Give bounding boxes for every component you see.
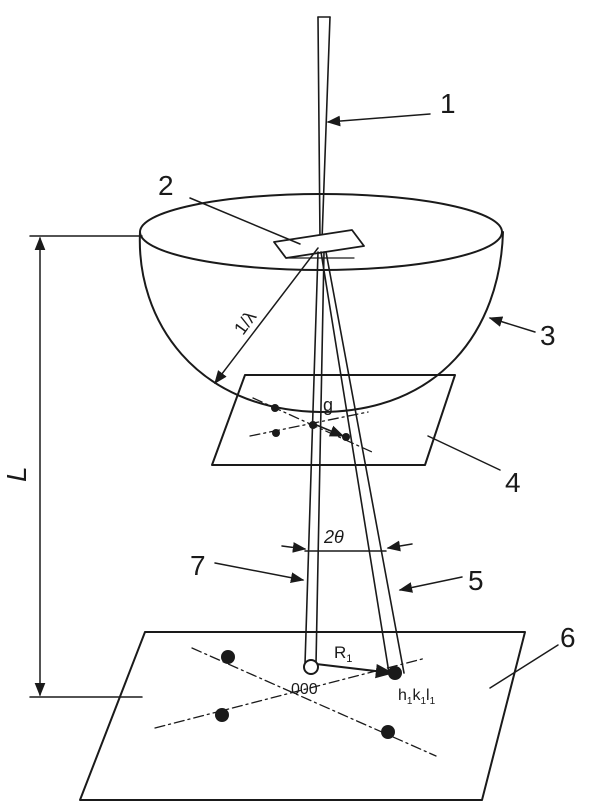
- label-two-theta: 2θ: [323, 527, 344, 547]
- transmitted-beam: [304, 251, 325, 665]
- reciprocal-lattice-plane: [211, 374, 456, 466]
- label-r1-sub: 1: [346, 653, 352, 665]
- viewing-screen: [79, 631, 526, 801]
- label-3: 3: [540, 320, 556, 351]
- label-inverse-lambda: 1/λ: [230, 307, 260, 338]
- crystal-specimen: [273, 229, 365, 259]
- leader-7: [214, 562, 305, 583]
- camera-length-dimension: [29, 235, 143, 698]
- label-7: 7: [190, 550, 206, 581]
- leader-6: [489, 644, 559, 689]
- label-k-sub: 1: [420, 696, 426, 707]
- leader-5: [398, 576, 463, 593]
- label-r1: R1: [334, 643, 352, 665]
- label-6: 6: [560, 622, 576, 653]
- leader-4: [427, 435, 501, 471]
- label-2: 2: [158, 170, 174, 201]
- label-4: 4: [505, 467, 521, 498]
- leader-2: [189, 197, 301, 245]
- diffracted-beam: [320, 251, 405, 674]
- two-theta-angle-arrows: [281, 540, 413, 553]
- ewald-sphere: [138, 193, 504, 413]
- reciprocal-lattice-points: [271, 404, 350, 441]
- g-vector: [313, 423, 345, 437]
- r1-vector: [315, 663, 394, 679]
- label-5: 5: [468, 565, 484, 596]
- incident-beam: [317, 16, 331, 241]
- transmitted-spot-000: [303, 659, 319, 675]
- label-l-sub: 1: [430, 696, 436, 707]
- radius-arrow: [214, 247, 319, 385]
- ewald-sphere-rim: [139, 193, 503, 271]
- label-hkl: h1k1l1: [398, 687, 436, 707]
- label-k: k: [412, 687, 421, 704]
- label-origin-000: 000: [291, 681, 318, 698]
- leader-3: [488, 316, 536, 333]
- callout-leaders: [189, 113, 559, 689]
- label-g: g: [323, 395, 333, 415]
- label-r1-main: R: [334, 643, 346, 662]
- label-l: l: [426, 687, 430, 704]
- label-camera-length: L: [1, 466, 32, 482]
- label-h-sub: 1: [407, 696, 413, 707]
- ewald-sphere-bowl: [138, 231, 504, 413]
- leader-1: [326, 113, 431, 127]
- label-1: 1: [440, 88, 456, 119]
- label-h: h: [398, 687, 407, 704]
- screen-lattice-rows: [154, 647, 437, 757]
- diffraction-spots: [215, 650, 402, 739]
